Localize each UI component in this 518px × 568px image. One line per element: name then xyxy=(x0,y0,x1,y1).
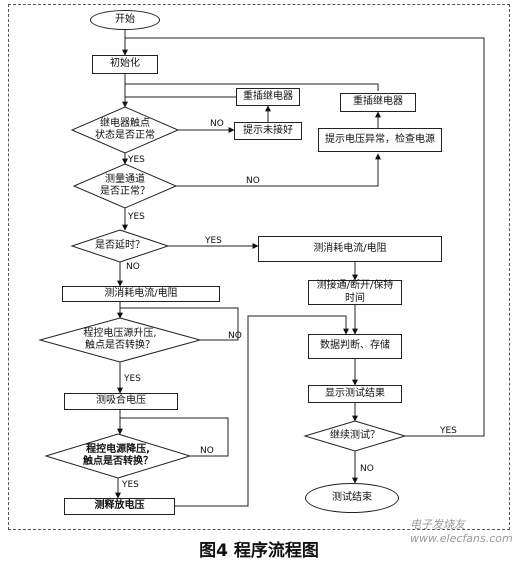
volt-up-text: 程控电压源升压, 触点是否转换？ xyxy=(83,327,157,352)
data-judge-store: 数据判断、存储 xyxy=(308,334,402,359)
watermark: 电子发烧友 www.elecfans.com xyxy=(410,518,513,545)
label-no-continue: NO xyxy=(360,464,374,474)
label-no-relay: NO xyxy=(210,119,224,129)
prompt-not-inserted: 提示未接好 xyxy=(234,122,302,140)
label-no-up: NO xyxy=(228,331,242,341)
reinsert-relay-b: 重插继电器 xyxy=(340,93,416,112)
reinsert-relay-a: 重插继电器 xyxy=(236,88,300,106)
release-voltage: 测释放电压 xyxy=(64,498,175,515)
measure-current-left: 测消耗电流/电阻 xyxy=(62,286,220,302)
continue-text: 继续测试？ xyxy=(330,429,380,441)
label-yes-channel: YES xyxy=(128,212,145,222)
label-yes-delay: YES xyxy=(205,236,222,246)
label-no-delay: NO xyxy=(126,262,140,272)
diagram-frame xyxy=(8,4,510,530)
channel-ok-text: 测量通道 是否正常？ xyxy=(100,173,150,198)
label-yes-up: YES xyxy=(124,374,141,384)
volt-down-text: 程控电源降压, 触点是否转换？ xyxy=(83,443,153,468)
label-no-channel: NO xyxy=(246,176,260,186)
label-yes-relay: YES xyxy=(128,155,145,165)
pull-in-voltage: 测吸合电压 xyxy=(64,393,178,410)
label-no-down: NO xyxy=(200,446,214,456)
contact-time: 测接通/断开/保持 时间 xyxy=(308,280,402,305)
start-node: 开始 xyxy=(90,10,160,30)
figure-caption: 图4 程序流程图 xyxy=(199,541,319,561)
relay-ok-text: 继电器触点 状态是否正常 xyxy=(95,117,155,142)
delay-text: 是否延时？ xyxy=(95,239,145,251)
prompt-voltage-abnormal: 提示电压异常，检查电源 xyxy=(318,128,442,152)
init-box: 初始化 xyxy=(92,55,158,74)
label-yes-down: YES xyxy=(122,480,139,490)
measure-current-right: 测消耗电流/电阻 xyxy=(258,236,442,262)
end-node: 测试结束 xyxy=(305,483,399,513)
show-result: 显示测试结果 xyxy=(308,385,402,403)
label-yes-continue: YES xyxy=(440,426,457,436)
